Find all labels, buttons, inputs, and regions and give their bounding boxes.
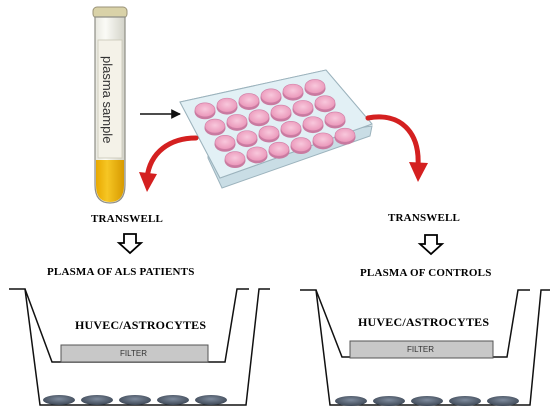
well [258, 125, 280, 141]
down-arrow-right [417, 234, 445, 256]
well [246, 146, 268, 162]
well [280, 120, 302, 136]
filter-label-right: FILTER [407, 345, 434, 354]
well [226, 114, 248, 129]
well [216, 97, 238, 113]
transwell-left [9, 288, 270, 406]
well [304, 79, 326, 94]
transwell-label-left: TRANSWELL [91, 213, 164, 225]
red-arrow-right [365, 114, 421, 169]
transwell-label-right: TRANSWELL [388, 212, 461, 224]
plasma-label-right: PLASMA OF CONTROLS [360, 267, 492, 279]
test-tube [92, 6, 128, 204]
well [270, 104, 292, 120]
well [214, 134, 236, 150]
insert-right [315, 289, 530, 358]
tube-cap [92, 6, 128, 19]
insert-left [24, 288, 249, 363]
well [260, 88, 282, 104]
well [334, 127, 356, 143]
down-arrow-left [116, 233, 144, 255]
red-arrow-left [144, 135, 199, 181]
red-arrow-left-head [139, 172, 157, 192]
filter-left [60, 344, 209, 363]
outer-well-left [9, 288, 270, 406]
well [282, 83, 304, 99]
well-plate [179, 69, 373, 189]
well [268, 141, 290, 157]
cells-label-left: HUVEC/ASTROCYTES [75, 318, 207, 332]
well [290, 137, 312, 152]
well [312, 132, 334, 148]
well [224, 151, 246, 166]
well [292, 100, 314, 115]
well [238, 93, 260, 108]
tube-sticker [97, 39, 123, 159]
well [194, 102, 216, 118]
well [324, 111, 346, 127]
well [236, 130, 258, 145]
well [204, 118, 226, 134]
filter-label-left: FILTER [120, 349, 147, 358]
well [248, 109, 270, 125]
well [302, 116, 324, 131]
cells-label-right: HUVEC/ASTROCYTES [358, 315, 490, 329]
plasma-fill [96, 160, 124, 202]
plate-wells [194, 79, 356, 169]
tube-label: plasma sample [100, 56, 115, 144]
well [314, 95, 336, 111]
cells-right [335, 396, 519, 406]
red-arrow-right-head [409, 162, 428, 182]
transwell-right [300, 289, 550, 406]
filter-right [349, 340, 494, 359]
cells-left [43, 395, 227, 405]
plasma-label-left: PLASMA OF ALS PATIENTS [47, 266, 195, 278]
